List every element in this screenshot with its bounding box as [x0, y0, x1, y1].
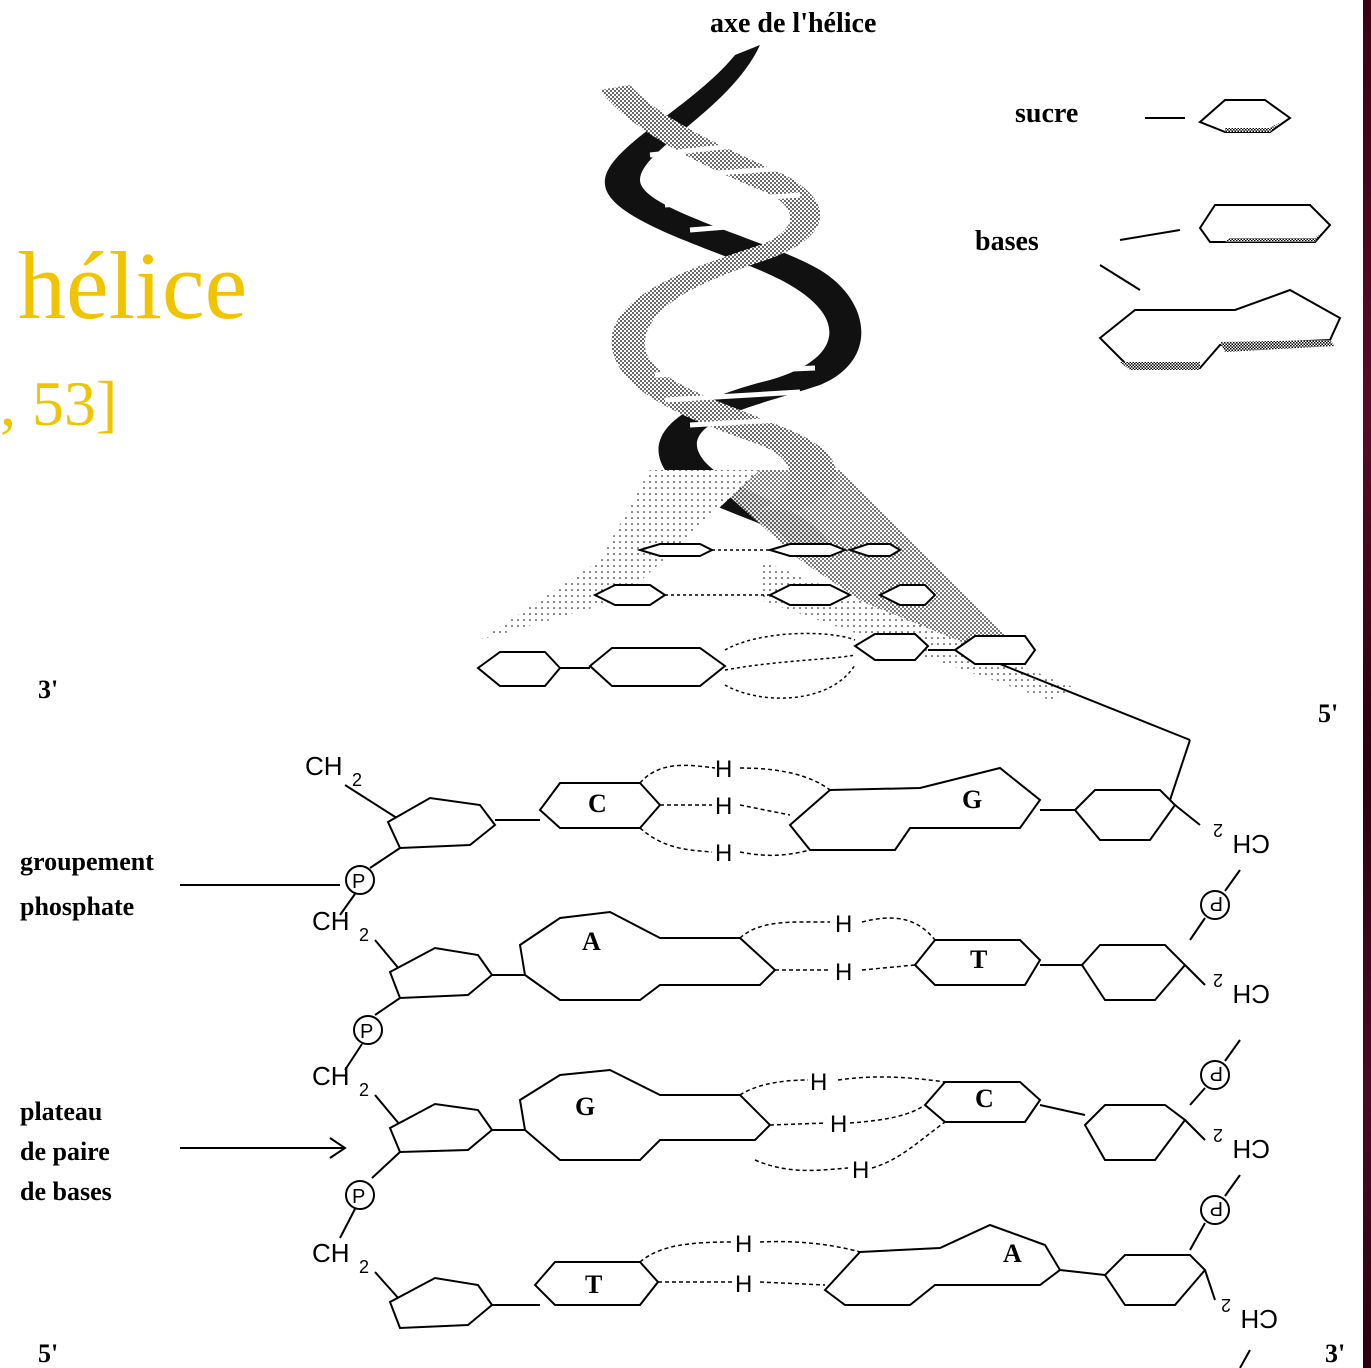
svg-text:2: 2	[359, 925, 369, 945]
base-pair-row: G C H H H	[492, 1069, 1085, 1184]
phosphate-icon: P	[360, 1021, 373, 1043]
svg-text:2: 2	[1213, 1125, 1223, 1145]
hydrogen-bond: H	[735, 1271, 752, 1298]
base-letter: G	[575, 1092, 595, 1121]
sugar-icon	[1075, 790, 1175, 840]
base-pair-row: T A H H	[492, 1225, 1105, 1305]
ch2-label: CH	[1232, 1134, 1270, 1164]
purine-shape-icon	[1100, 290, 1340, 370]
ch2-label: CH	[305, 751, 343, 781]
base-pair-row: C G H H H	[495, 756, 1075, 867]
base-letter: G	[962, 785, 982, 814]
hydrogen-bond: H	[715, 793, 732, 820]
left-bottom-end-label: 5'	[38, 1339, 58, 1368]
double-helix	[478, 45, 1190, 800]
base-letter: C	[975, 1084, 994, 1113]
sugar-icon	[388, 798, 495, 848]
ch2-label: CH	[1240, 1304, 1278, 1334]
svg-text:2: 2	[1213, 970, 1223, 990]
plateau-label-line3: de bases	[20, 1177, 112, 1206]
left-top-end-label: 3'	[38, 675, 58, 704]
svg-text:2: 2	[359, 1080, 369, 1100]
purine-icon	[790, 768, 1040, 850]
base-letter: A	[1003, 1239, 1022, 1268]
hydrogen-bond: H	[830, 1111, 847, 1138]
svg-text:2: 2	[359, 1257, 369, 1277]
phosphate-icon: P	[1210, 1197, 1223, 1219]
purine-icon	[520, 912, 775, 1000]
base-pairs: C G H H H A T H H	[492, 756, 1105, 1305]
sugar-icon	[390, 948, 492, 998]
base-pair-row: A T H H	[492, 911, 1082, 1000]
ch2-label: CH	[312, 906, 350, 936]
svg-text:2: 2	[1213, 820, 1223, 840]
phosphate-label-line2: phosphate	[20, 892, 134, 921]
right-backbone: CH 2 P CH 2 P CH 2 P CH 2	[1075, 790, 1278, 1368]
bases-label: bases	[975, 226, 1039, 257]
svg-text:2: 2	[1221, 1295, 1231, 1315]
left-backbone: CH 2 P CH 2 P CH 2 P CH 2	[305, 751, 495, 1328]
sugar-icon	[1085, 1105, 1185, 1160]
ch2-label: CH	[1232, 829, 1270, 859]
hydrogen-bond: H	[715, 840, 732, 867]
base-letter: C	[588, 789, 607, 818]
sugar-label: sucre	[1015, 98, 1078, 129]
base-letter: T	[970, 945, 987, 974]
sugar-icon	[390, 1278, 492, 1328]
helix-axis-label: axe de l'hélice	[710, 8, 876, 39]
hydrogen-bond: H	[810, 1069, 827, 1096]
base-letter: T	[585, 1270, 602, 1299]
phosphate-icon: P	[352, 871, 365, 893]
ch2-label: CH	[312, 1061, 350, 1091]
base-letter: A	[582, 927, 601, 956]
phosphate-icon: P	[352, 1186, 365, 1208]
ch2-label: CH	[1232, 979, 1270, 1009]
sugar-icon	[1105, 1255, 1205, 1305]
sugar-shape-icon	[1200, 100, 1290, 132]
purine-icon	[520, 1070, 770, 1160]
pyrimidine-shape-icon	[1200, 205, 1330, 242]
sugar-icon	[390, 1104, 492, 1152]
hydrogen-bond: H	[852, 1157, 869, 1184]
hydrogen-bond: H	[835, 911, 852, 938]
ch2-label: CH	[312, 1238, 350, 1268]
right-bottom-end-label: 3'	[1325, 1339, 1345, 1368]
plateau-label-line1: plateau	[20, 1097, 102, 1126]
hydrogen-bond: H	[835, 959, 852, 986]
phosphate-icon: P	[1210, 1062, 1223, 1084]
hydrogen-bond: H	[735, 1231, 752, 1258]
svg-text:2: 2	[352, 770, 362, 790]
hydrogen-bond: H	[715, 756, 732, 783]
legend: sucre bases	[975, 98, 1340, 370]
right-top-end-label: 5'	[1318, 699, 1338, 728]
plateau-label-line2: de paire	[20, 1137, 110, 1166]
sugar-icon	[1082, 945, 1185, 1000]
phosphate-label-line1: groupement	[20, 847, 154, 876]
phosphate-icon: P	[1210, 892, 1223, 914]
purine-icon	[825, 1225, 1060, 1305]
